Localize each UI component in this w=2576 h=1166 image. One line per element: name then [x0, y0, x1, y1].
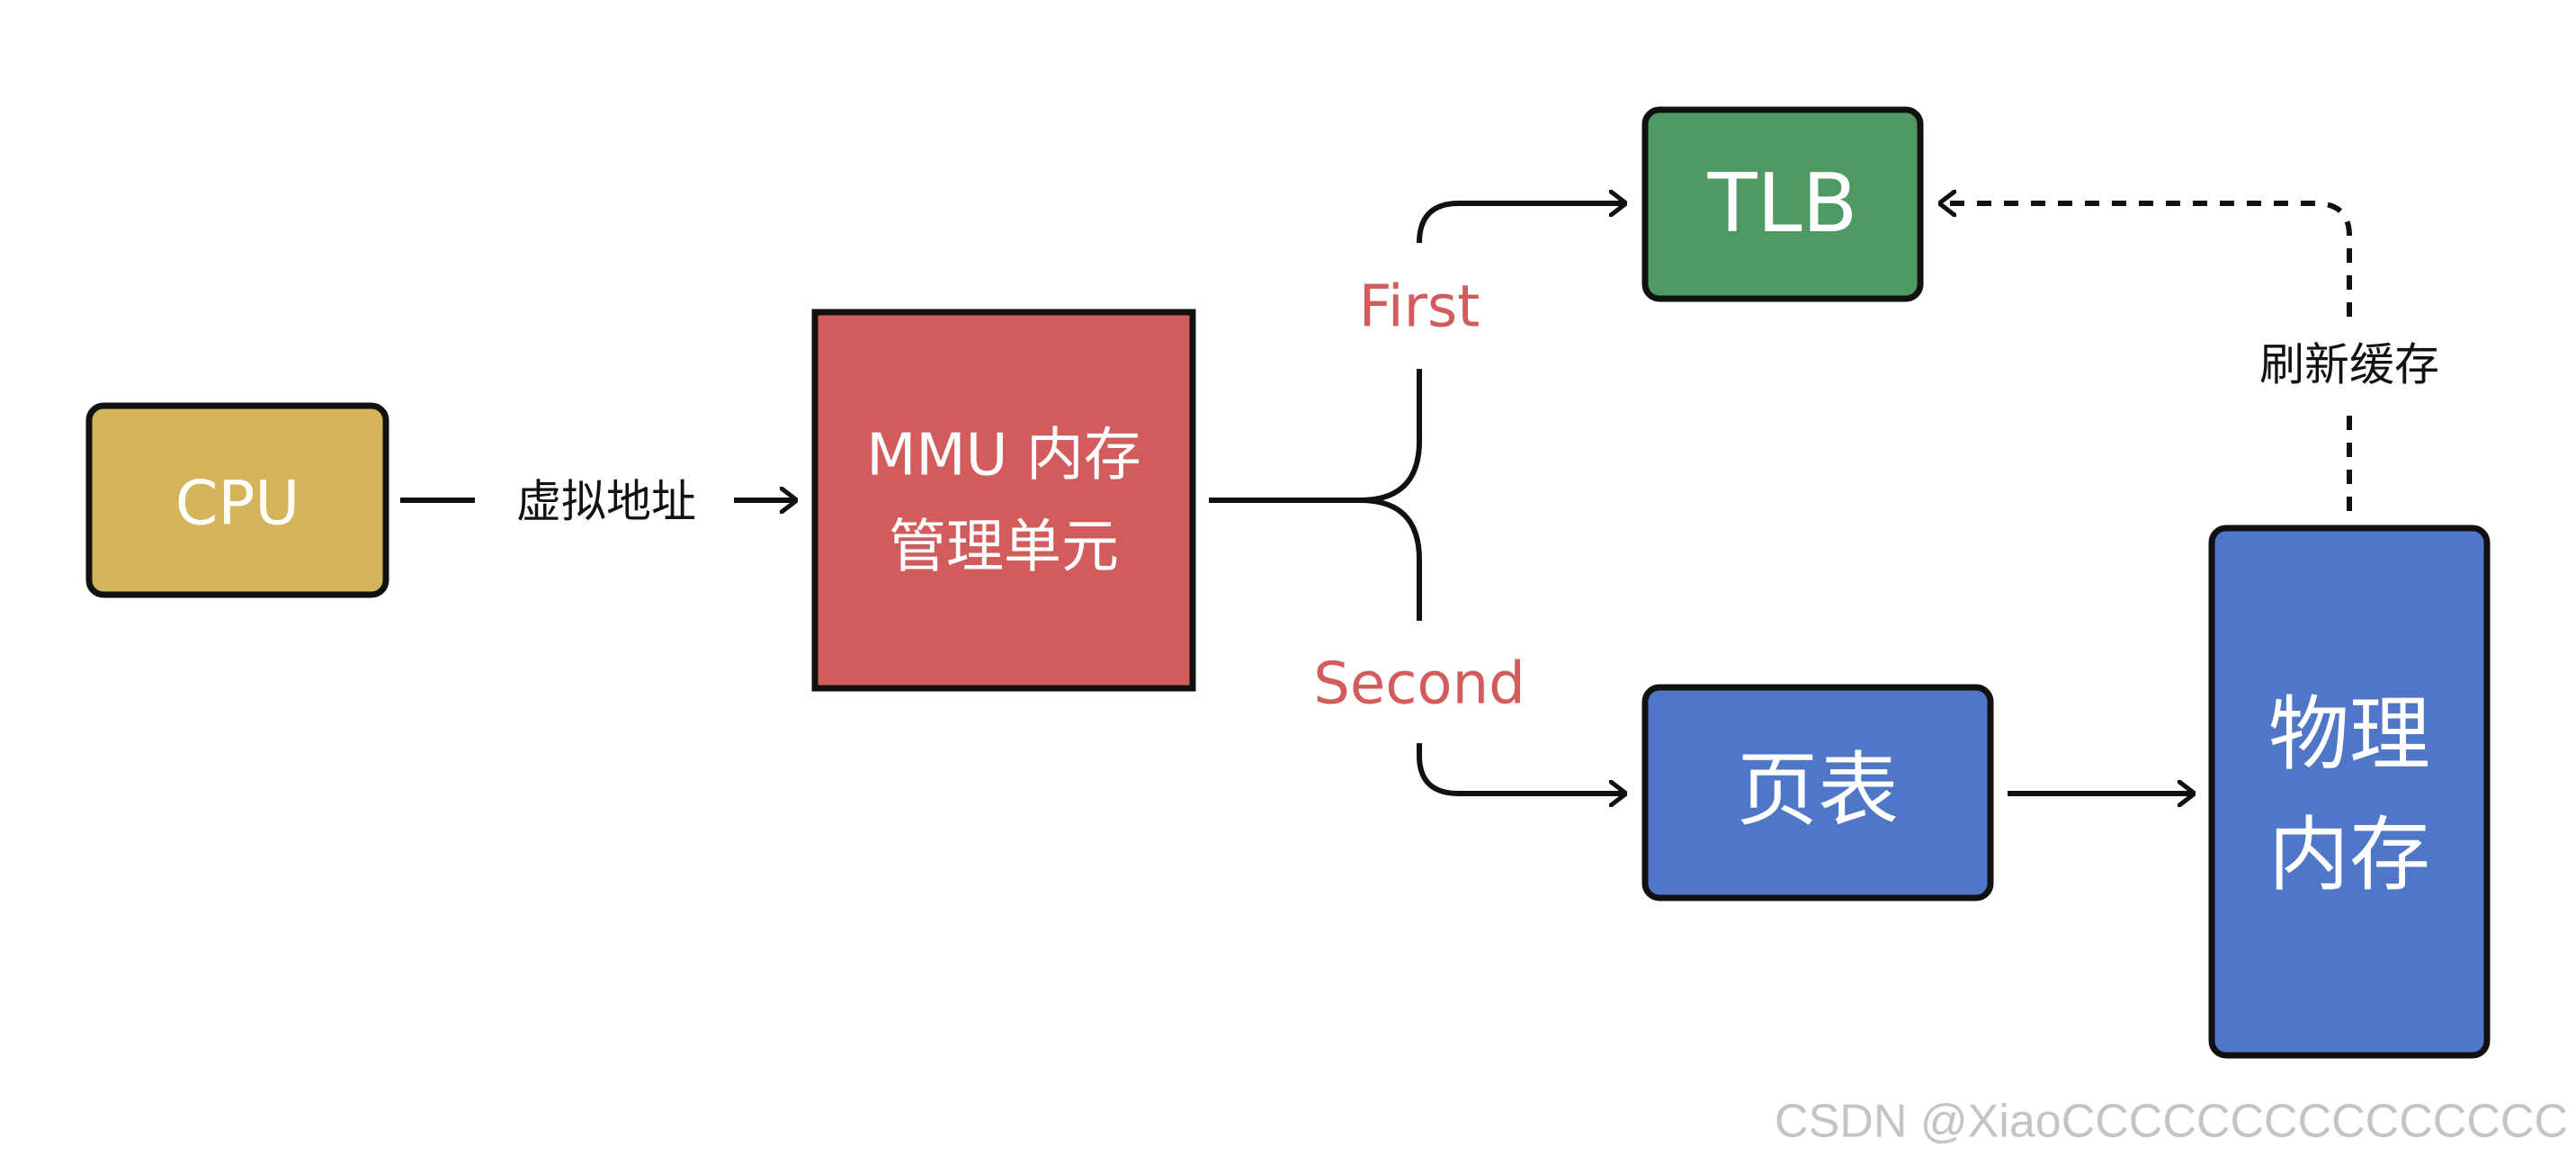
- brace-lower-curve: [1359, 498, 1422, 621]
- cpu-to-mmu-edge: 虚拟地址: [400, 476, 797, 528]
- brace-upper-curve: [1359, 369, 1422, 503]
- mmu-label-line1: MMU 内存: [866, 423, 1141, 489]
- first-branch-label: First: [1359, 274, 1480, 341]
- refresh-cache-label: 刷新缓存: [2259, 339, 2439, 391]
- tlb-label: TLB: [1707, 157, 1858, 251]
- cpu-label: CPU: [175, 469, 300, 540]
- watermark-text: CSDN @XiaoCCCCCCCCCCCCCCC: [1775, 1096, 2568, 1148]
- first-branch-arrow: [1417, 203, 1626, 244]
- cpu-node: CPU: [85, 402, 389, 598]
- mmu-box: [811, 309, 1196, 692]
- mmu-node: MMU 内存 管理单元: [811, 309, 1196, 692]
- physical-memory-box: [2208, 525, 2491, 1059]
- mmu-label-line2: 管理单元: [889, 515, 1119, 581]
- first-branch-edge: First: [1359, 203, 1626, 341]
- mmu-branch-brace: [1209, 369, 1422, 621]
- tlb-node: TLB: [1641, 106, 1924, 302]
- virtual-address-label: 虚拟地址: [516, 476, 696, 528]
- page-table-label: 页表: [1737, 743, 1899, 838]
- physical-memory-label-line2: 内存: [2268, 808, 2430, 902]
- refresh-cache-edge: 刷新缓存: [1939, 203, 2439, 515]
- page-table-box: [1641, 684, 1994, 901]
- refresh-cache-dashed-upper: [1939, 203, 2352, 317]
- tlb-box: [1641, 106, 1924, 302]
- second-branch-edge: Second: [1313, 651, 1626, 794]
- page-table-node: 页表: [1641, 684, 1994, 901]
- cpu-box: [85, 402, 389, 598]
- physical-memory-node: 物理 内存: [2208, 525, 2491, 1059]
- physical-memory-label-line1: 物理: [2268, 687, 2430, 782]
- second-branch-arrow: [1417, 743, 1626, 794]
- second-branch-label: Second: [1313, 651, 1525, 718]
